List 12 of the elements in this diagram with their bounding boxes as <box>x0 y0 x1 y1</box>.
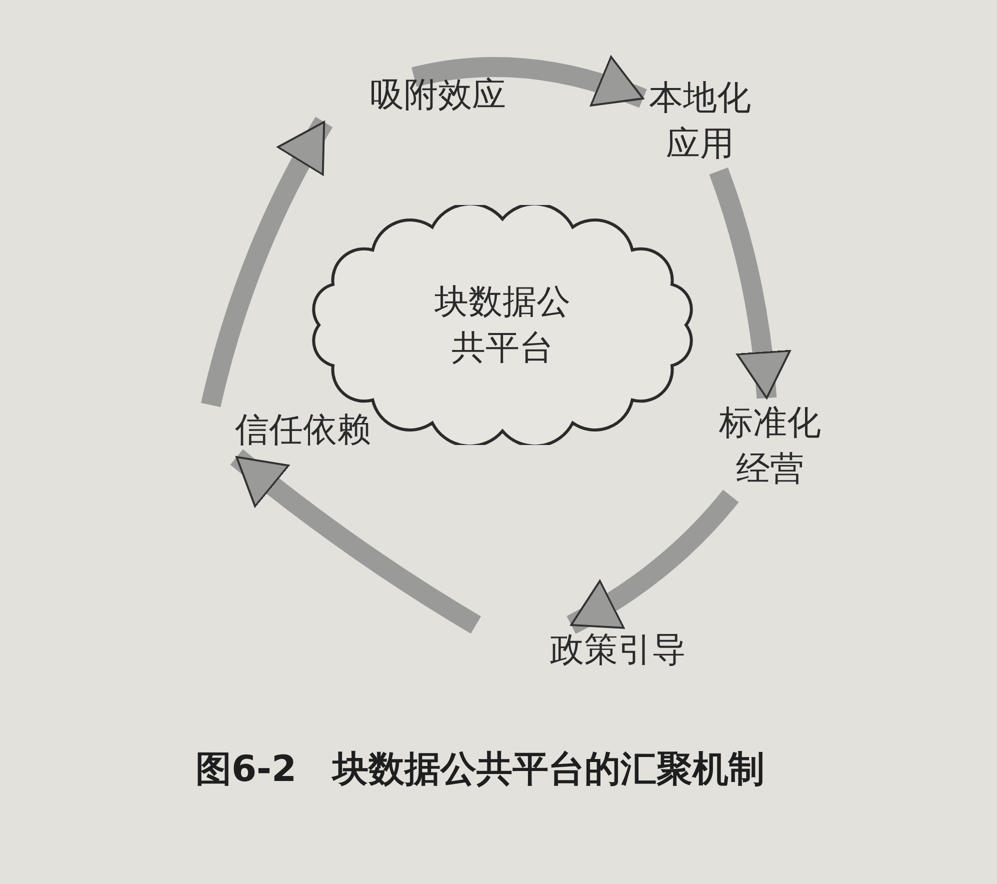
stage-label: 本地化应用 <box>648 77 752 166</box>
curved-arrow <box>412 56 647 108</box>
curved-arrow <box>566 490 739 634</box>
curved-arrow <box>201 116 333 408</box>
stage-label: 政策引导 <box>549 629 687 672</box>
stage-label: 信任依赖 <box>234 409 372 452</box>
stage-label: 吸附效应 <box>369 74 507 117</box>
cloud-label: 块数据公共平台 <box>433 281 572 370</box>
curved-arrow <box>709 168 790 399</box>
stage-label: 标准化经营 <box>718 402 822 491</box>
figure-caption: 图6-2 块数据公共平台的汇聚机制 <box>194 748 766 792</box>
curved-arrow <box>230 449 482 634</box>
